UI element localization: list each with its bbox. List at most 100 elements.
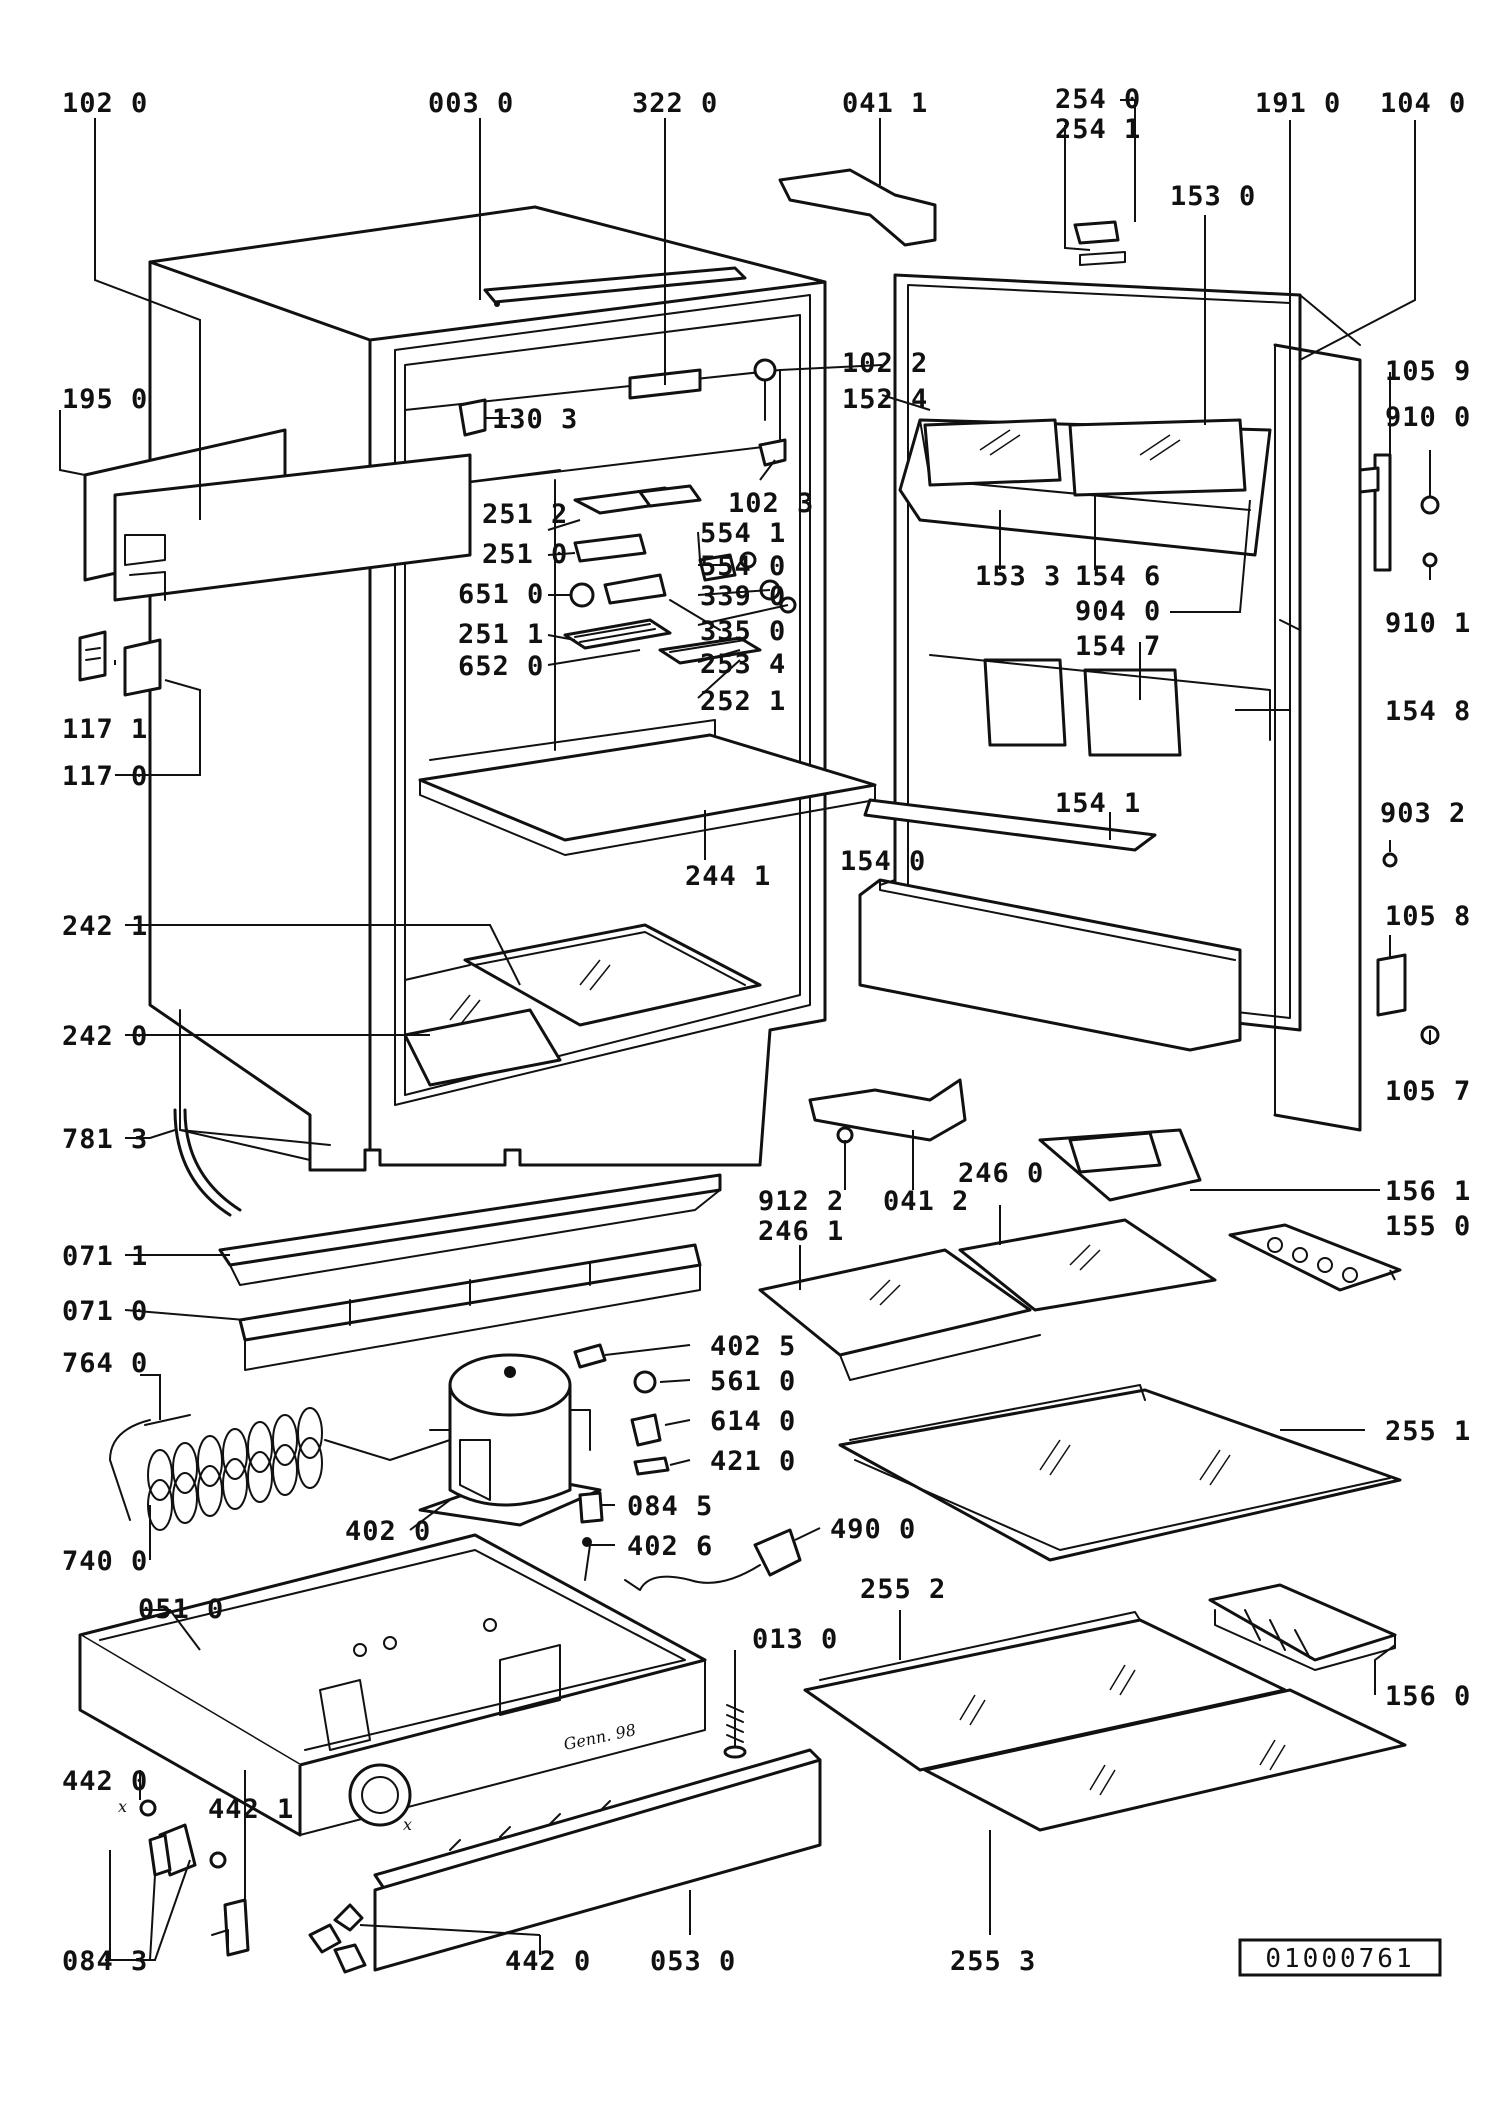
label-191-0: 191 0: [1255, 88, 1341, 119]
label-402-5: 402 5: [710, 1331, 796, 1362]
label-335-0: 335 0: [700, 616, 786, 647]
label-242-0: 242 0: [62, 1021, 148, 1052]
label-105-8: 105 8: [1385, 901, 1471, 932]
label-254-0: 254 0: [1055, 84, 1141, 115]
label-053-0: 053 0: [650, 1946, 736, 1977]
label-130-3: 130 3: [492, 404, 578, 435]
label-322-0: 322 0: [632, 88, 718, 119]
fan-assembly: [139, 1799, 367, 1974]
label-251-0: 251 0: [482, 539, 568, 570]
label-614-0: 614 0: [710, 1406, 796, 1437]
label-153-3: 153 3: [975, 561, 1061, 592]
label-084-3: 084 3: [62, 1946, 148, 1977]
leader-lines: [59, 99, 1431, 1961]
label-339-0: 339 0: [700, 581, 786, 612]
label-254-1: 254 1: [1055, 114, 1141, 145]
label-251-1: 251 1: [458, 619, 544, 650]
label-554-1: 554 1: [700, 518, 786, 549]
label-102-2: 102 2: [842, 348, 928, 379]
label-740-0: 740 0: [62, 1546, 148, 1577]
label-117-1: 117 1: [62, 714, 148, 745]
label-442-1: 442 1: [208, 1794, 294, 1825]
hinge-set: [78, 630, 162, 697]
label-903-2: 903 2: [1380, 798, 1466, 829]
label-041-1: 041 1: [842, 88, 928, 119]
label-402-0: 402 0: [345, 1516, 431, 1547]
label-105-9: 105 9: [1385, 356, 1471, 387]
label-910-1: 910 1: [1385, 608, 1471, 639]
label-003-0: 003 0: [428, 88, 514, 119]
reference-code-box: 01000761: [1238, 1938, 1442, 1977]
label-153-0: 153 0: [1170, 181, 1256, 212]
reference-code: 01000761: [1265, 1944, 1414, 1974]
hinge-top-041-1: [778, 168, 937, 247]
label-071-0: 071 0: [62, 1296, 148, 1327]
ice-tray: [1208, 1583, 1397, 1671]
label-051-0: 051 0: [138, 1594, 224, 1625]
label-154-6: 154 6: [1075, 561, 1161, 592]
label-244-1: 244 1: [685, 861, 771, 892]
label-154-1: 154 1: [1055, 788, 1141, 819]
label-156-0: 156 0: [1385, 1681, 1471, 1712]
hinge-bottom-041-2: [808, 1078, 967, 1142]
top-trim-strip: [483, 266, 747, 307]
label-152-4: 152 4: [842, 384, 928, 415]
label-013-0: 013 0: [752, 1624, 838, 1655]
label-195-0: 195 0: [62, 384, 148, 415]
door-assembly: [858, 273, 1362, 1132]
thermostat-housing-cluster: [563, 484, 797, 665]
glass-shelves-255-2-3: [803, 1611, 1407, 1832]
label-421-0: 421 0: [710, 1446, 796, 1477]
label-554-0: 554 0: [700, 551, 786, 582]
compressor: [418, 1353, 602, 1527]
label-041-2: 041 2: [883, 1186, 969, 1217]
label-255-1: 255 1: [1385, 1416, 1471, 1447]
part-labels: 102 0 003 0 322 0 041 1 254 0 254 1 191 …: [62, 84, 1471, 1977]
label-102-0: 102 0: [62, 88, 148, 119]
label-246-1: 246 1: [758, 1216, 844, 1247]
hinge-cover-254: [1073, 220, 1120, 245]
power-cord: [624, 1528, 802, 1591]
kick-plate: [373, 1748, 822, 1972]
label-117-0: 117 0: [62, 761, 148, 792]
egg-tray: [1228, 1223, 1402, 1292]
label-442-0-bottom: 442 0: [505, 1946, 591, 1977]
label-910-0: 910 0: [1385, 402, 1471, 433]
condenser-coil: [109, 1407, 451, 1531]
label-402-6: 402 6: [627, 1531, 713, 1562]
label-781-3: 781 3: [62, 1124, 148, 1155]
label-102-3: 102 3: [728, 488, 814, 519]
label-251-2: 251 2: [482, 499, 568, 530]
label-652-0: 652 0: [458, 651, 544, 682]
label-104-0: 104 0: [1380, 88, 1466, 119]
label-651-0: 651 0: [458, 579, 544, 610]
screw-013: [723, 1699, 747, 1759]
drain-tube: [173, 1108, 232, 1217]
label-105-7: 105 7: [1385, 1076, 1471, 1107]
label-154-0: 154 0: [840, 846, 926, 877]
crisper-drawers: [403, 923, 762, 1087]
label-071-1: 071 1: [62, 1241, 148, 1272]
x-marker-right: x: [403, 1815, 412, 1834]
electrical-parts: [573, 1343, 670, 1581]
lamp-cap-102-2: [753, 358, 777, 421]
label-154-8: 154 8: [1385, 696, 1471, 727]
label-904-0: 904 0: [1075, 596, 1161, 627]
glass-shelf-244: [418, 719, 877, 856]
label-084-5: 084 5: [627, 1491, 713, 1522]
label-442-0-left: 442 0: [62, 1766, 148, 1797]
label-252-1: 252 1: [700, 686, 786, 717]
label-255-3: 255 3: [950, 1946, 1036, 1977]
label-912-2: 912 2: [758, 1186, 844, 1217]
label-764-0: 764 0: [62, 1348, 148, 1379]
x-marker-left: x: [118, 1797, 127, 1816]
crisper-covers: [758, 1218, 1217, 1381]
front-panel: [83, 428, 472, 602]
label-246-0: 246 0: [958, 1158, 1044, 1189]
label-490-0: 490 0: [830, 1514, 916, 1545]
label-156-1: 156 1: [1385, 1176, 1471, 1207]
label-155-0: 155 0: [1385, 1211, 1471, 1242]
label-253-4: 253 4: [700, 649, 786, 680]
clip-130: [458, 398, 487, 437]
label-561-0: 561 0: [710, 1366, 796, 1397]
